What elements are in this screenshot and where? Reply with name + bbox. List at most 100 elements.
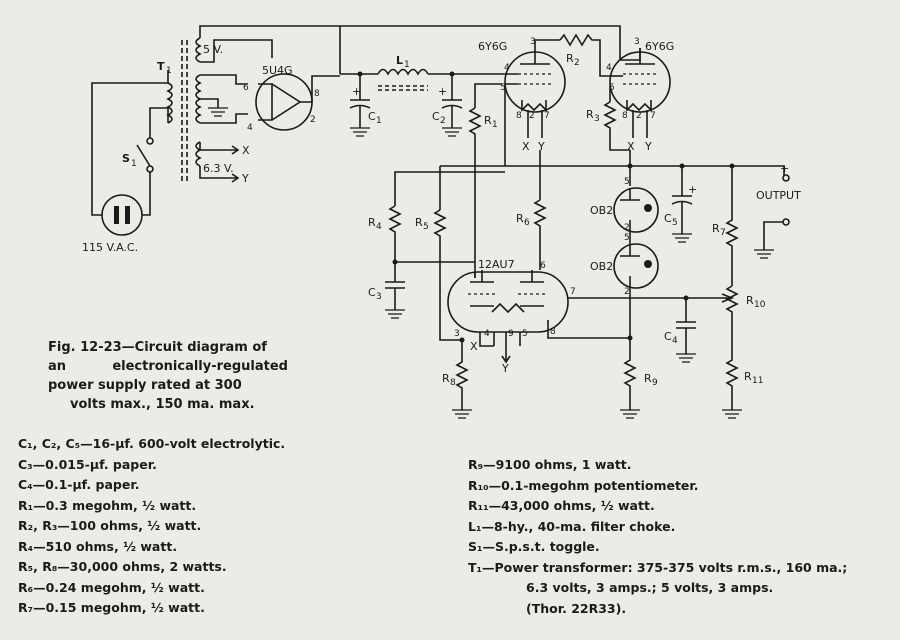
svg-text:X: X [470,340,478,353]
resistor-r8 [452,340,472,419]
svg-text:6: 6 [243,83,249,93]
svg-text:X: X [522,140,530,153]
svg-text:8: 8 [516,111,522,121]
capacitor-c5 [671,166,693,243]
caption-line-2: an electronically-regulated [48,359,288,374]
svg-text:9: 9 [652,378,658,388]
svg-text:4: 4 [504,63,510,73]
svg-text:2: 2 [624,223,630,233]
svg-text:7: 7 [570,287,576,297]
svg-text:4: 4 [484,329,490,339]
part-item: R₁—0.3 megohm, ½ watt. [18,497,197,513]
part-item: C₃—0.015-μf. paper. [18,456,157,472]
part-item: R₄—510 ohms, ½ watt. [18,538,178,554]
svg-text:7: 7 [720,228,726,238]
svg-text:+: + [352,85,361,98]
vr-bottom-label: OB2 [590,260,613,273]
parts-list-left: C₁, C₂, C₅—16-μf. 600-volt electrolytic.… [18,434,285,619]
pass-tube-6y6g-a [504,48,566,138]
part-item: 6.3 volts, 3 amps.; 5 volts, 3 amps. [526,580,774,595]
svg-text:6: 6 [540,261,546,271]
svg-text:5: 5 [672,218,678,228]
part-item: R₅, R₈—30,000 ohms, 2 watts. [18,559,227,574]
svg-text:4: 4 [672,336,678,346]
svg-text:Y: Y [501,362,509,375]
svg-text:3: 3 [530,37,536,47]
l1-label: L [396,54,403,67]
svg-text:2: 2 [529,111,535,121]
svg-text:5: 5 [624,177,630,187]
svg-text:3: 3 [594,114,600,124]
capacitor-c3 [385,262,405,319]
tube-a-label: 6Y6G [478,40,507,53]
svg-text:10: 10 [754,300,766,310]
resistor-r4 [388,205,402,262]
r8-label: R [442,372,450,385]
resistor-r9 [620,338,640,419]
resistor-r7 [725,166,739,286]
resistor-r1 [468,107,482,148]
svg-text:1: 1 [166,66,172,76]
c3-label: C [368,286,376,299]
resistor-r2 [559,33,610,77]
svg-text:2: 2 [440,116,446,126]
c5-label: C [664,212,672,225]
rectifier-tube-label: 5U4G [262,64,293,77]
part-item: C₁, C₂, C₅—16-μf. 600-volt electrolytic. [18,436,286,451]
svg-text:X: X [627,140,635,153]
caption-line-3: power supply rated at 300 [48,378,242,393]
svg-text:5: 5 [522,329,528,339]
output-label: OUTPUT [756,189,801,202]
part-item: T₁—Power transformer: 375-375 volts r.m.… [468,559,848,575]
r1-label: R [484,114,492,127]
part-item: R₁₀—0.1-megohm potentiometer. [468,477,699,493]
part-item: R₆—0.24 megohm, ½ watt. [18,579,205,595]
r11-label: R [744,370,752,383]
amplifier-tube-12au7 [447,270,569,333]
svg-text:7: 7 [650,111,656,121]
svg-text:2: 2 [624,287,630,297]
resistor-r6 [533,199,547,270]
svg-text:1: 1 [376,116,382,126]
part-item: R₁₁—43,000 ohms, ½ watt. [468,498,655,513]
svg-text:4: 4 [376,222,382,232]
r6-label: R [516,212,524,225]
svg-text:5: 5 [500,83,506,93]
amp-tube-label: 12AU7 [478,258,515,271]
tube-b-label: 6Y6G [645,40,674,53]
r4-label: R [368,216,376,229]
caption-line-1: Fig. 12-23—Circuit diagram of [48,340,267,355]
r2-label: R [566,52,574,65]
r10-label: R [746,294,754,307]
resistor-r5 [433,209,447,262]
ac-plug [101,194,143,236]
svg-text:5: 5 [609,83,615,93]
switch-s1 [136,107,168,173]
r3-label: R [586,108,594,121]
svg-text:+: + [438,85,447,98]
resistor-r3 [603,101,630,151]
svg-text:+: + [688,183,697,196]
svg-text:Y: Y [537,140,545,153]
capacitor-c4 [676,298,696,363]
svg-text:8: 8 [450,378,456,388]
svg-text:8: 8 [550,327,556,337]
svg-text:5: 5 [624,233,630,243]
svg-text:1: 1 [404,60,410,70]
part-item: L₁—8-hy., 40-ma. filter choke. [468,518,676,534]
resistor-r11 [722,340,742,419]
t1-label: T [157,60,165,73]
vr-tube-ob2-bottom [613,243,659,338]
svg-text:4: 4 [606,63,612,73]
svg-text:4: 4 [247,123,253,133]
part-item: (Thor. 22R33). [526,600,627,616]
svg-text:1: 1 [131,159,137,169]
transformer-t1 [166,37,202,182]
svg-text:2: 2 [636,111,642,121]
svg-text:8: 8 [622,111,628,121]
part-item: C₄—0.1-μf. paper. [18,477,140,492]
r5-label: R [415,216,423,229]
part-item: S₁—S.p.s.t. toggle. [468,539,600,554]
